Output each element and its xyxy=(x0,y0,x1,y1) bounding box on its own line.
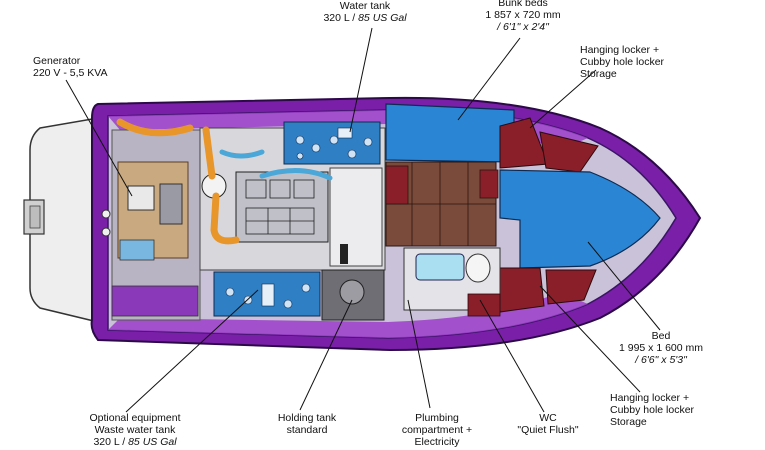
hanging-locker-bottom-line1: Hanging locker + xyxy=(610,392,690,404)
hanging-locker-top-line2: Cubby hole locker xyxy=(580,56,665,68)
forward-bed-shape xyxy=(499,169,661,269)
water-tank-metric: 320 L / xyxy=(323,12,359,24)
water-tank-title: Water tank xyxy=(339,0,391,12)
bunk-beds-shape xyxy=(385,103,515,163)
bed-metric: 1 995 x 1 600 mm xyxy=(618,342,704,354)
optional-equipment-imperial: 85 US Gal xyxy=(128,436,177,448)
label-water-tank: Water tank 320 L / 85 US Gal xyxy=(315,0,415,24)
waste-tank-shape xyxy=(213,271,321,317)
hanging-locker-top-line1: Hanging locker + xyxy=(580,44,660,56)
water-tank-imperial: 85 US Gal xyxy=(358,12,407,24)
label-plumbing: Plumbing compartment + Electricity xyxy=(392,412,482,448)
optional-equipment-capacity: 320 L / 85 US Gal xyxy=(80,436,190,448)
label-bed: Bed 1 995 x 1 600 mm / 6'6" x 5'3" xyxy=(606,330,716,366)
plumbing-line1: Plumbing xyxy=(415,412,459,424)
generator-title: Generator xyxy=(33,55,81,67)
optional-equipment-metric: 320 L / xyxy=(93,436,129,448)
hoses xyxy=(116,118,240,245)
bunk-beds-imperial-line: / 6'1" x 2'4" xyxy=(468,21,578,33)
holding-tank-line1: Holding tank xyxy=(277,412,337,424)
water-tank-shape xyxy=(283,121,381,165)
leader-lines xyxy=(65,27,661,413)
cubby-locker-bottom-shape xyxy=(545,269,597,305)
label-optional-equipment: Optional equipment Waste water tank 320 … xyxy=(80,412,190,448)
label-hanging-locker-bottom: Hanging locker + Cubby hole locker Stora… xyxy=(610,392,720,428)
holding-tank-line2: standard xyxy=(286,424,328,436)
hanging-locker-bottom-line2: Cubby hole locker xyxy=(610,404,695,416)
bed-imperial: / 6'6" x 5'3" xyxy=(635,354,687,366)
saloon-area xyxy=(385,161,499,247)
bed-imperial-line: / 6'6" x 5'3" xyxy=(606,354,716,366)
label-generator: Generator 220 V - 5,5 KVA xyxy=(33,55,108,79)
bunk-beds-imperial: / 6'1" x 2'4" xyxy=(497,21,549,33)
wc-line2: "Quiet Flush" xyxy=(517,424,579,436)
optional-equipment-line1: Optional equipment xyxy=(89,412,181,424)
hanging-locker-top-line3: Storage xyxy=(580,68,617,80)
hanging-locker-bottom-line3: Storage xyxy=(610,416,647,428)
generator-spec: 220 V - 5,5 KVA xyxy=(33,67,108,79)
bed-title: Bed xyxy=(651,330,671,342)
label-bunk-beds: Bunk beds 1 857 x 720 mm / 6'1" x 2'4" xyxy=(468,0,578,33)
hanging-locker-bottom-shape xyxy=(499,267,545,313)
label-hanging-locker-top: Hanging locker + Cubby hole locker Stora… xyxy=(580,44,690,80)
plumbing-line2: compartment + xyxy=(401,424,473,436)
starboard-side-band xyxy=(108,292,588,338)
label-holding-tank: Holding tank standard xyxy=(262,412,352,436)
holding-tank-shape xyxy=(321,269,385,321)
plumbing-line3: Electricity xyxy=(414,436,460,448)
optional-equipment-line2: Waste water tank xyxy=(94,424,176,436)
label-wc: WC "Quiet Flush" xyxy=(508,412,588,436)
bunk-beds-metric: 1 857 x 720 mm xyxy=(485,9,561,21)
wc-compartment xyxy=(403,247,501,317)
cockpit-area xyxy=(101,129,201,321)
transom-platform xyxy=(23,117,99,323)
water-tank-capacity: 320 L / 85 US Gal xyxy=(315,12,415,24)
bunk-beds-title: Bunk beds xyxy=(498,0,548,9)
wc-line1: WC xyxy=(539,412,557,424)
